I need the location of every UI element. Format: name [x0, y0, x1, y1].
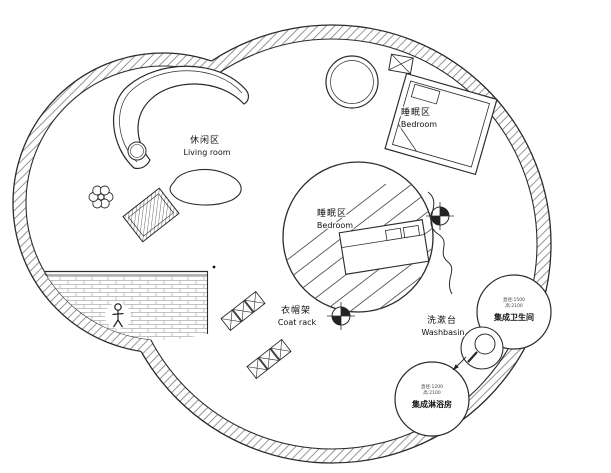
- coffee-table: [169, 169, 242, 206]
- center-bedroom-platform: [282, 161, 434, 313]
- center-bed: [338, 219, 430, 275]
- direction-arrow-icon: [452, 356, 467, 371]
- pillow: [402, 224, 421, 239]
- living-room-group: [88, 65, 250, 269]
- sofa-seat-line: [119, 70, 243, 163]
- bedroom-top-label-en: Bedroom: [401, 120, 437, 129]
- stool-box: [388, 53, 414, 75]
- bathroom-label: 集成卫生间: [493, 312, 534, 322]
- shower-note-2: 高:2100: [423, 389, 441, 396]
- labels-layer: 休闲区 Living room 睡眠区 Bedroom 睡眠区 Bedroom …: [182, 105, 535, 410]
- living-room-label-zh: 休闲区: [190, 134, 220, 146]
- column-marker-icon: [426, 202, 454, 230]
- living-room-label-en: Living room: [183, 148, 230, 157]
- bedroom-top-label-zh: 睡眠区: [401, 106, 431, 118]
- dot-marker: [212, 265, 216, 269]
- side-table-inner: [130, 144, 144, 158]
- coat-rack-label-en: Coat rack: [278, 318, 317, 327]
- bed-top-right: [384, 72, 498, 176]
- pillow: [410, 83, 441, 105]
- person-figure-icon: [112, 303, 124, 328]
- big-circle-inner-wall: [126, 38, 538, 450]
- coat-rack-lower: [246, 338, 292, 380]
- shower-circle: [394, 361, 470, 437]
- shower-label: 集成淋浴房: [411, 399, 452, 409]
- coat-rack-upper: [220, 290, 266, 332]
- column-marker-icon: [327, 302, 355, 330]
- bedroom-center-label-zh: 睡眠区: [317, 207, 347, 219]
- washbasin-label-en: Washbasin: [422, 328, 465, 337]
- bathroom-note-2: 高:2100: [505, 302, 523, 309]
- coat-rack-label-zh: 衣帽架: [281, 304, 311, 316]
- curved-sofa: [112, 65, 250, 170]
- washbasin-fixture: [460, 326, 504, 370]
- washbasin-label-zh: 洗漱台: [427, 314, 457, 326]
- pillow: [384, 227, 403, 241]
- shower-note-1: 直径:1200: [421, 383, 443, 390]
- curtain-wavy-line: [427, 191, 453, 295]
- round-table-inner: [330, 60, 374, 104]
- bathroom-note-1: 直径:1500: [503, 296, 525, 303]
- blanket-fold-line: [397, 124, 417, 152]
- bedroom-center-label-en: Bedroom: [317, 221, 353, 230]
- big-circle-outer-wall: [112, 24, 552, 464]
- plant-icon: [88, 185, 114, 209]
- bathroom-circle: [476, 274, 552, 350]
- round-table: [325, 55, 379, 109]
- rug: [122, 187, 180, 243]
